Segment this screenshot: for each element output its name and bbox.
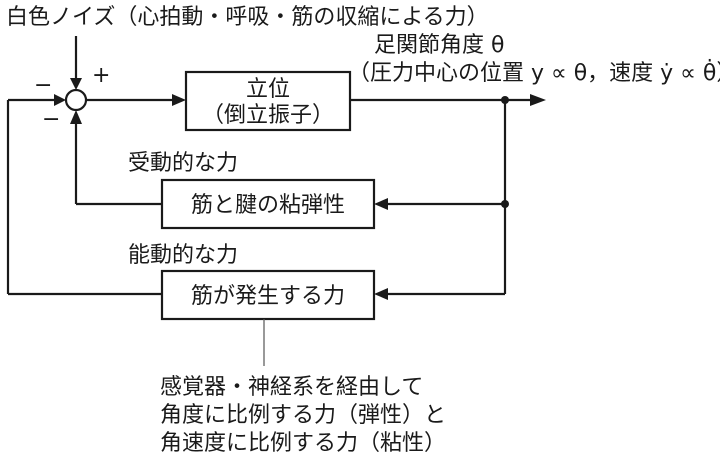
note-line-1: 感覚器・神経系を経由して [160, 375, 423, 400]
active-block-text: 筋が発生する力 [191, 284, 345, 309]
passive-block [160, 178, 376, 230]
sum-minus-left-sign: − [34, 73, 52, 98]
output-detail-label: （圧力中心の位置 y ∝ θ，速度 ẏ ∝ θ̇） [348, 59, 720, 86]
plant-block-line1: 立位 [246, 77, 290, 102]
output-title-label: 足関節角度 θ [374, 33, 504, 58]
sum-minus-bottom-sign: − [42, 107, 60, 132]
sum-plus-sign: + [92, 63, 110, 88]
active-force-label: 能動的な力 [128, 243, 238, 268]
noise-input-arrowhead [70, 78, 82, 90]
note-line-3: 角速度に比例する力（粘性） [160, 431, 446, 456]
noise-label: 白色ノイズ（心拍動・呼吸・筋の収縮による力） [6, 5, 489, 30]
passive-return-arrowhead [70, 110, 82, 124]
passive-block-text: 筋と腱の粘弾性 [191, 193, 345, 218]
passive-force-label: 受動的な力 [128, 151, 238, 176]
active-return-arrowhead [54, 94, 66, 106]
active-input-arrowhead [374, 288, 388, 300]
note-line-2: 角度に比例する力（弾性）と [160, 403, 446, 428]
output-arrowhead [530, 94, 546, 106]
summing-junction [64, 88, 88, 112]
junction-to-plant-arrowhead [172, 94, 186, 106]
passive-input-arrowhead [374, 198, 388, 210]
plant-block-line2: （倒立振子） [202, 103, 334, 128]
